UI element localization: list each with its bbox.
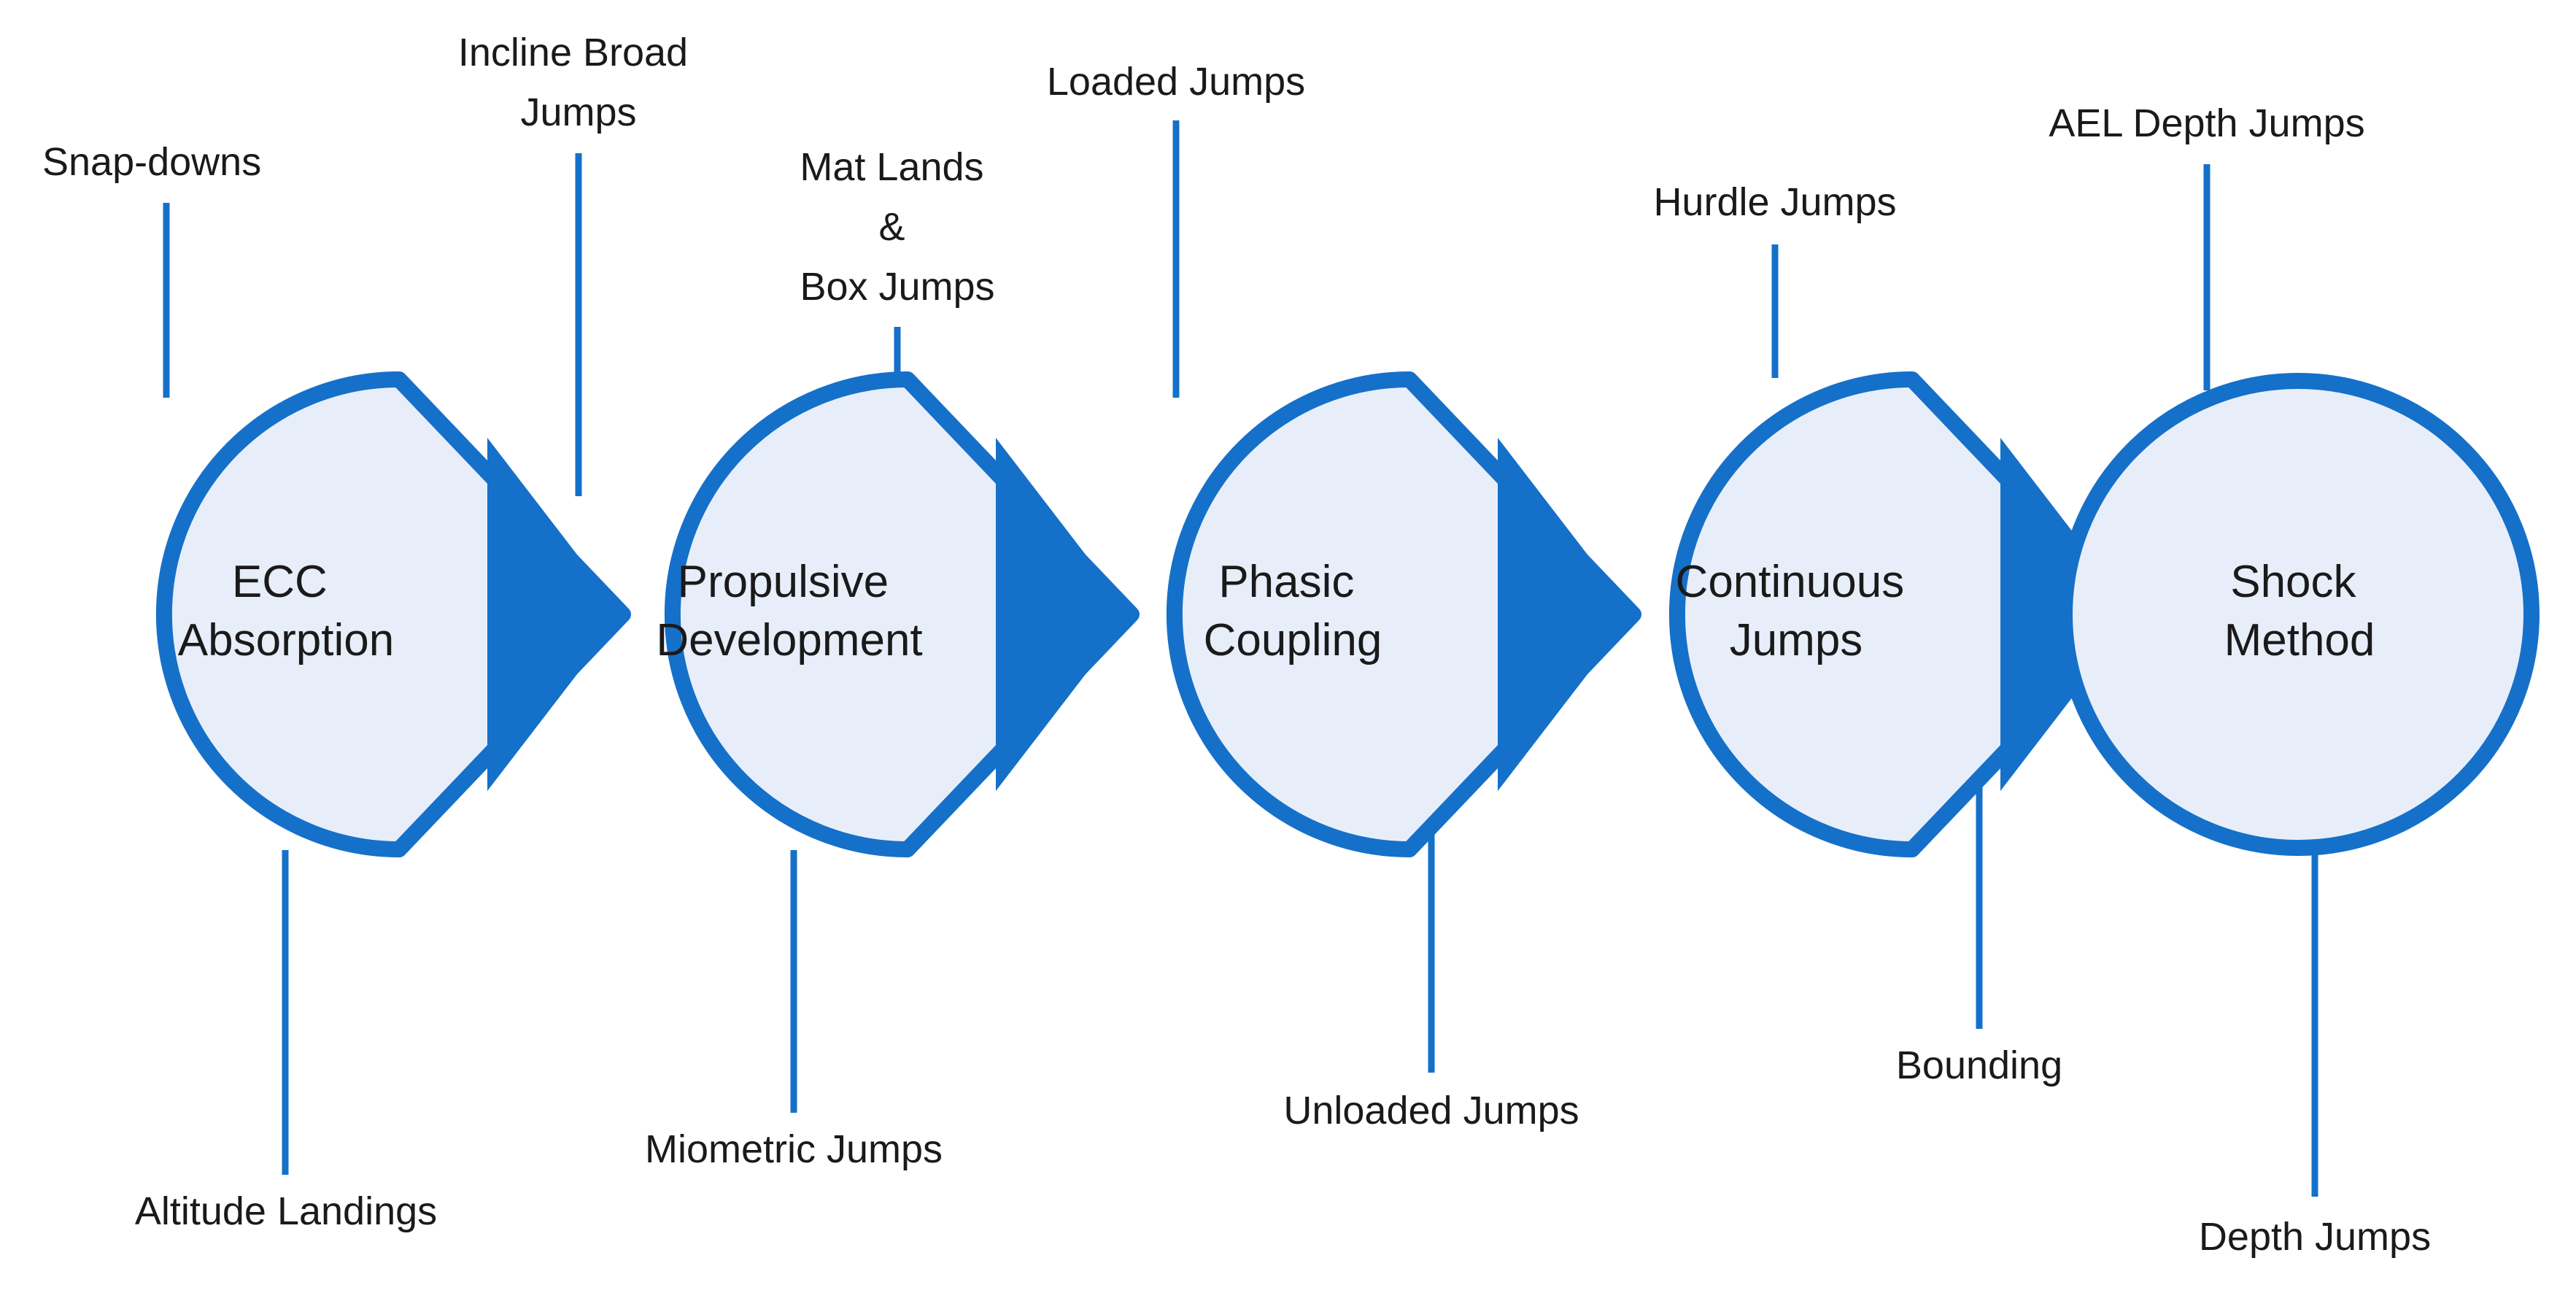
- exercise-label-unloaded-jumps: Unloaded Jumps: [1283, 1089, 1579, 1132]
- exercise-labels: Snap-downs Altitude Landings Incline Bro…: [42, 31, 2431, 1259]
- exercise-label-ael-depth-jumps: AEL Depth Jumps: [2049, 101, 2364, 145]
- exercise-label-loaded-jumps: Loaded Jumps: [1047, 60, 1305, 104]
- stage-4-label: Continuous Jumps: [1676, 557, 1917, 665]
- stage-1-arrow-tip: [487, 438, 623, 791]
- stage-5-shock-method: [2057, 373, 2540, 856]
- exercise-label-incline-broad-jumps: Incline Broad Jumps: [458, 31, 699, 134]
- stage-labels: ECC Absorption Propulsive Development Ph…: [178, 557, 2375, 665]
- stage-3-phasic-coupling: [1167, 371, 1641, 857]
- stage-1-ecc-absorption: [156, 371, 631, 857]
- exercise-label-hurdle-jumps: Hurdle Jumps: [1653, 180, 1896, 224]
- stage-1-label: ECC Absorption: [178, 557, 394, 665]
- stage-5-label: Shock Method: [2224, 557, 2375, 665]
- exercise-label-snap-downs: Snap-downs: [42, 140, 261, 184]
- exercise-label-mat-lands-box-jumps: Mat Lands & Box Jumps: [800, 145, 994, 309]
- stage-5-circle: [2057, 373, 2540, 856]
- exercise-label-bounding: Bounding: [1896, 1043, 2062, 1087]
- stage-2-arrow-tip: [996, 438, 1132, 791]
- stage-2-propulsive-development: [665, 371, 1140, 857]
- stage-chevrons: [156, 371, 2540, 857]
- stage-2-label: Propulsive Development: [656, 557, 922, 665]
- stage-3-arrow-tip: [1498, 438, 1633, 791]
- exercise-label-altitude-landings: Altitude Landings: [135, 1189, 437, 1233]
- stage-3-label: Phasic Coupling: [1204, 557, 1382, 665]
- connector-lines: [163, 120, 2318, 1197]
- exercise-label-miometric-jumps: Miometric Jumps: [645, 1127, 943, 1171]
- exercise-label-depth-jumps: Depth Jumps: [2199, 1215, 2431, 1259]
